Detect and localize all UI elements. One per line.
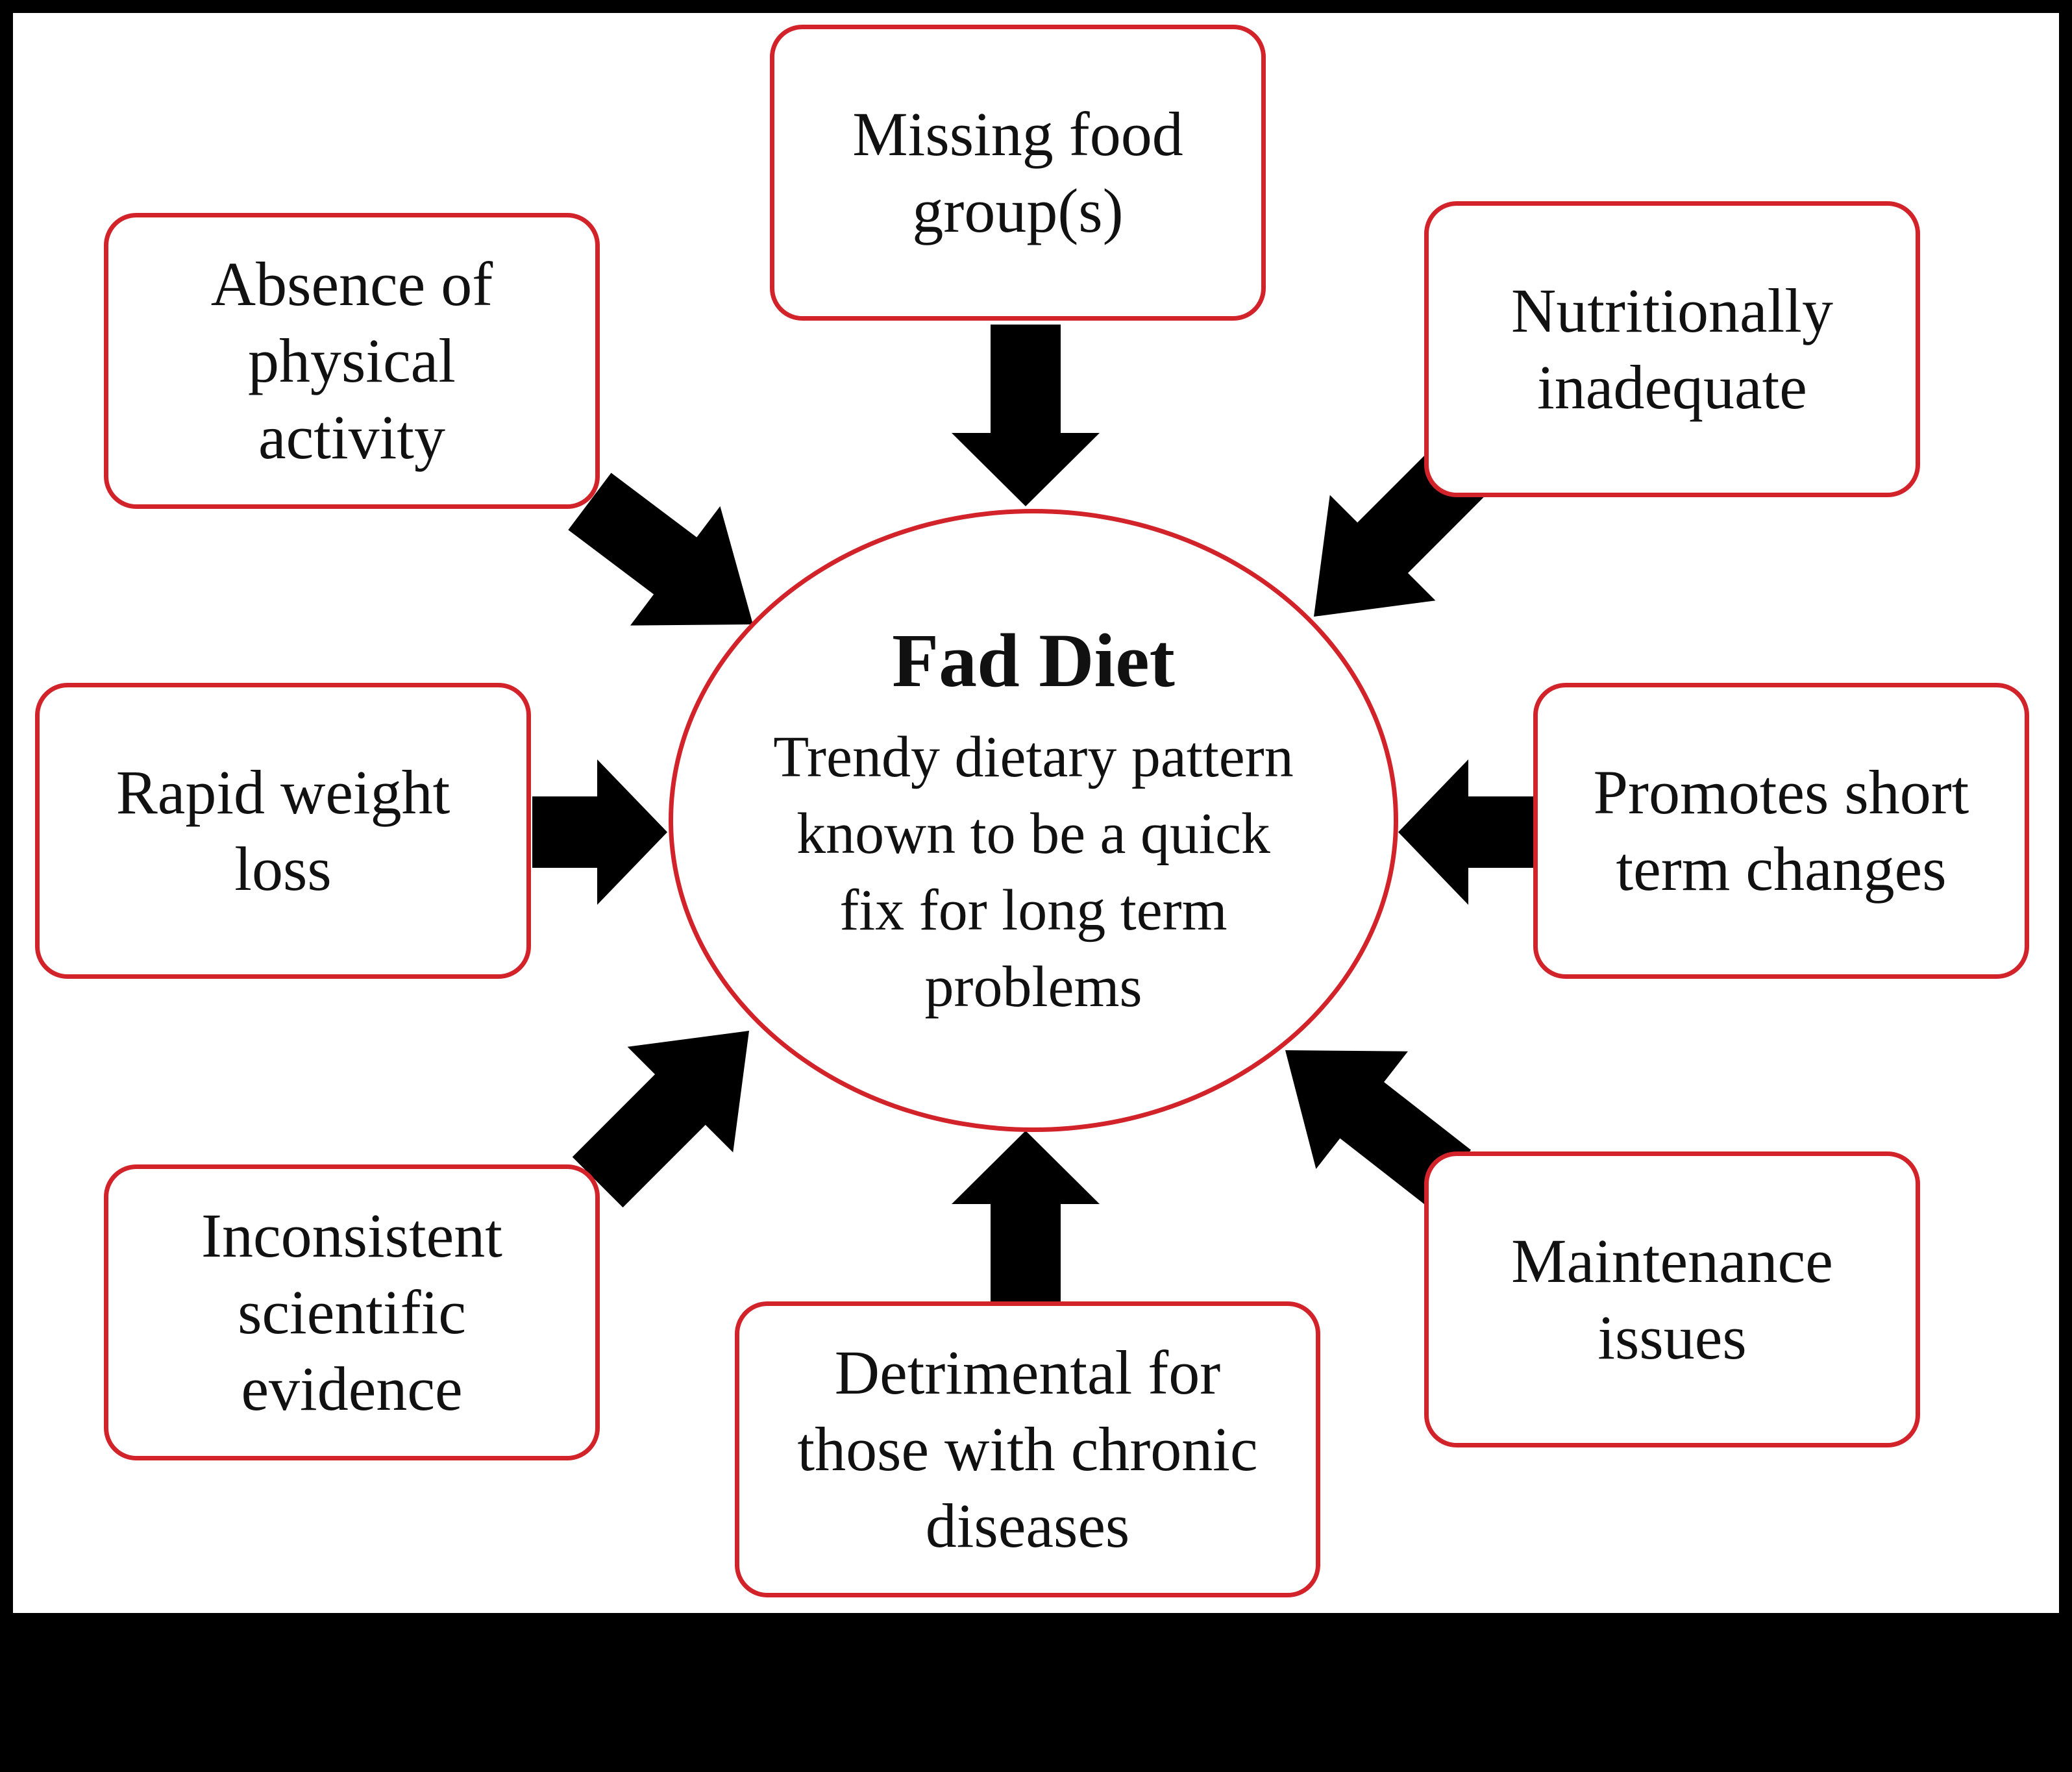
center-node-fad-diet: Fad Diet Trendy dietary pattern known to…	[669, 509, 1398, 1132]
factor-promotes-short-term-changes: Promotes short term changes	[1533, 683, 2029, 979]
factor-label: Maintenance issues	[1511, 1226, 1833, 1372]
factor-label: Absence of physical activity	[210, 249, 493, 472]
arrow-from-detrimental-chronic-diseases	[952, 1131, 1100, 1301]
factor-label: Nutritionally inadequate	[1511, 276, 1833, 422]
arrow-from-rapid-weight-loss	[532, 759, 667, 905]
arrow-from-maintenance-issues	[1285, 1050, 1472, 1207]
factor-inconsistent-scientific-evidence: Inconsistent scientific evidence	[104, 1164, 600, 1460]
factor-missing-food-groups: Missing food group(s)	[770, 25, 1266, 321]
center-description: Trendy dietary pattern known to be a qui…	[773, 725, 1294, 1019]
factor-absence-physical-activity: Absence of physical activity	[104, 213, 600, 509]
factor-label: Inconsistent scientific evidence	[201, 1201, 502, 1423]
factor-rapid-weight-loss: Rapid weight loss	[35, 683, 531, 979]
arrow-from-absence-physical-activity	[568, 473, 753, 626]
factor-label: Detrimental for those with chronic disea…	[797, 1338, 1258, 1560]
arrow-from-promotes-short-term-changes	[1398, 759, 1533, 905]
arrow-from-inconsistent-scientific-evidence	[572, 1031, 749, 1208]
factor-detrimental-chronic-diseases: Detrimental for those with chronic disea…	[735, 1301, 1320, 1597]
factor-label: Missing food group(s)	[852, 99, 1183, 245]
factor-maintenance-issues: Maintenance issues	[1424, 1151, 1920, 1447]
factor-nutritionally-inadequate: Nutritionally inadequate	[1424, 201, 1920, 497]
factor-label: Promotes short term changes	[1593, 757, 1969, 904]
factor-label: Rapid weight loss	[116, 757, 450, 904]
center-title: Fad Diet	[892, 618, 1175, 703]
arrow-from-missing-food-groups	[952, 325, 1100, 506]
